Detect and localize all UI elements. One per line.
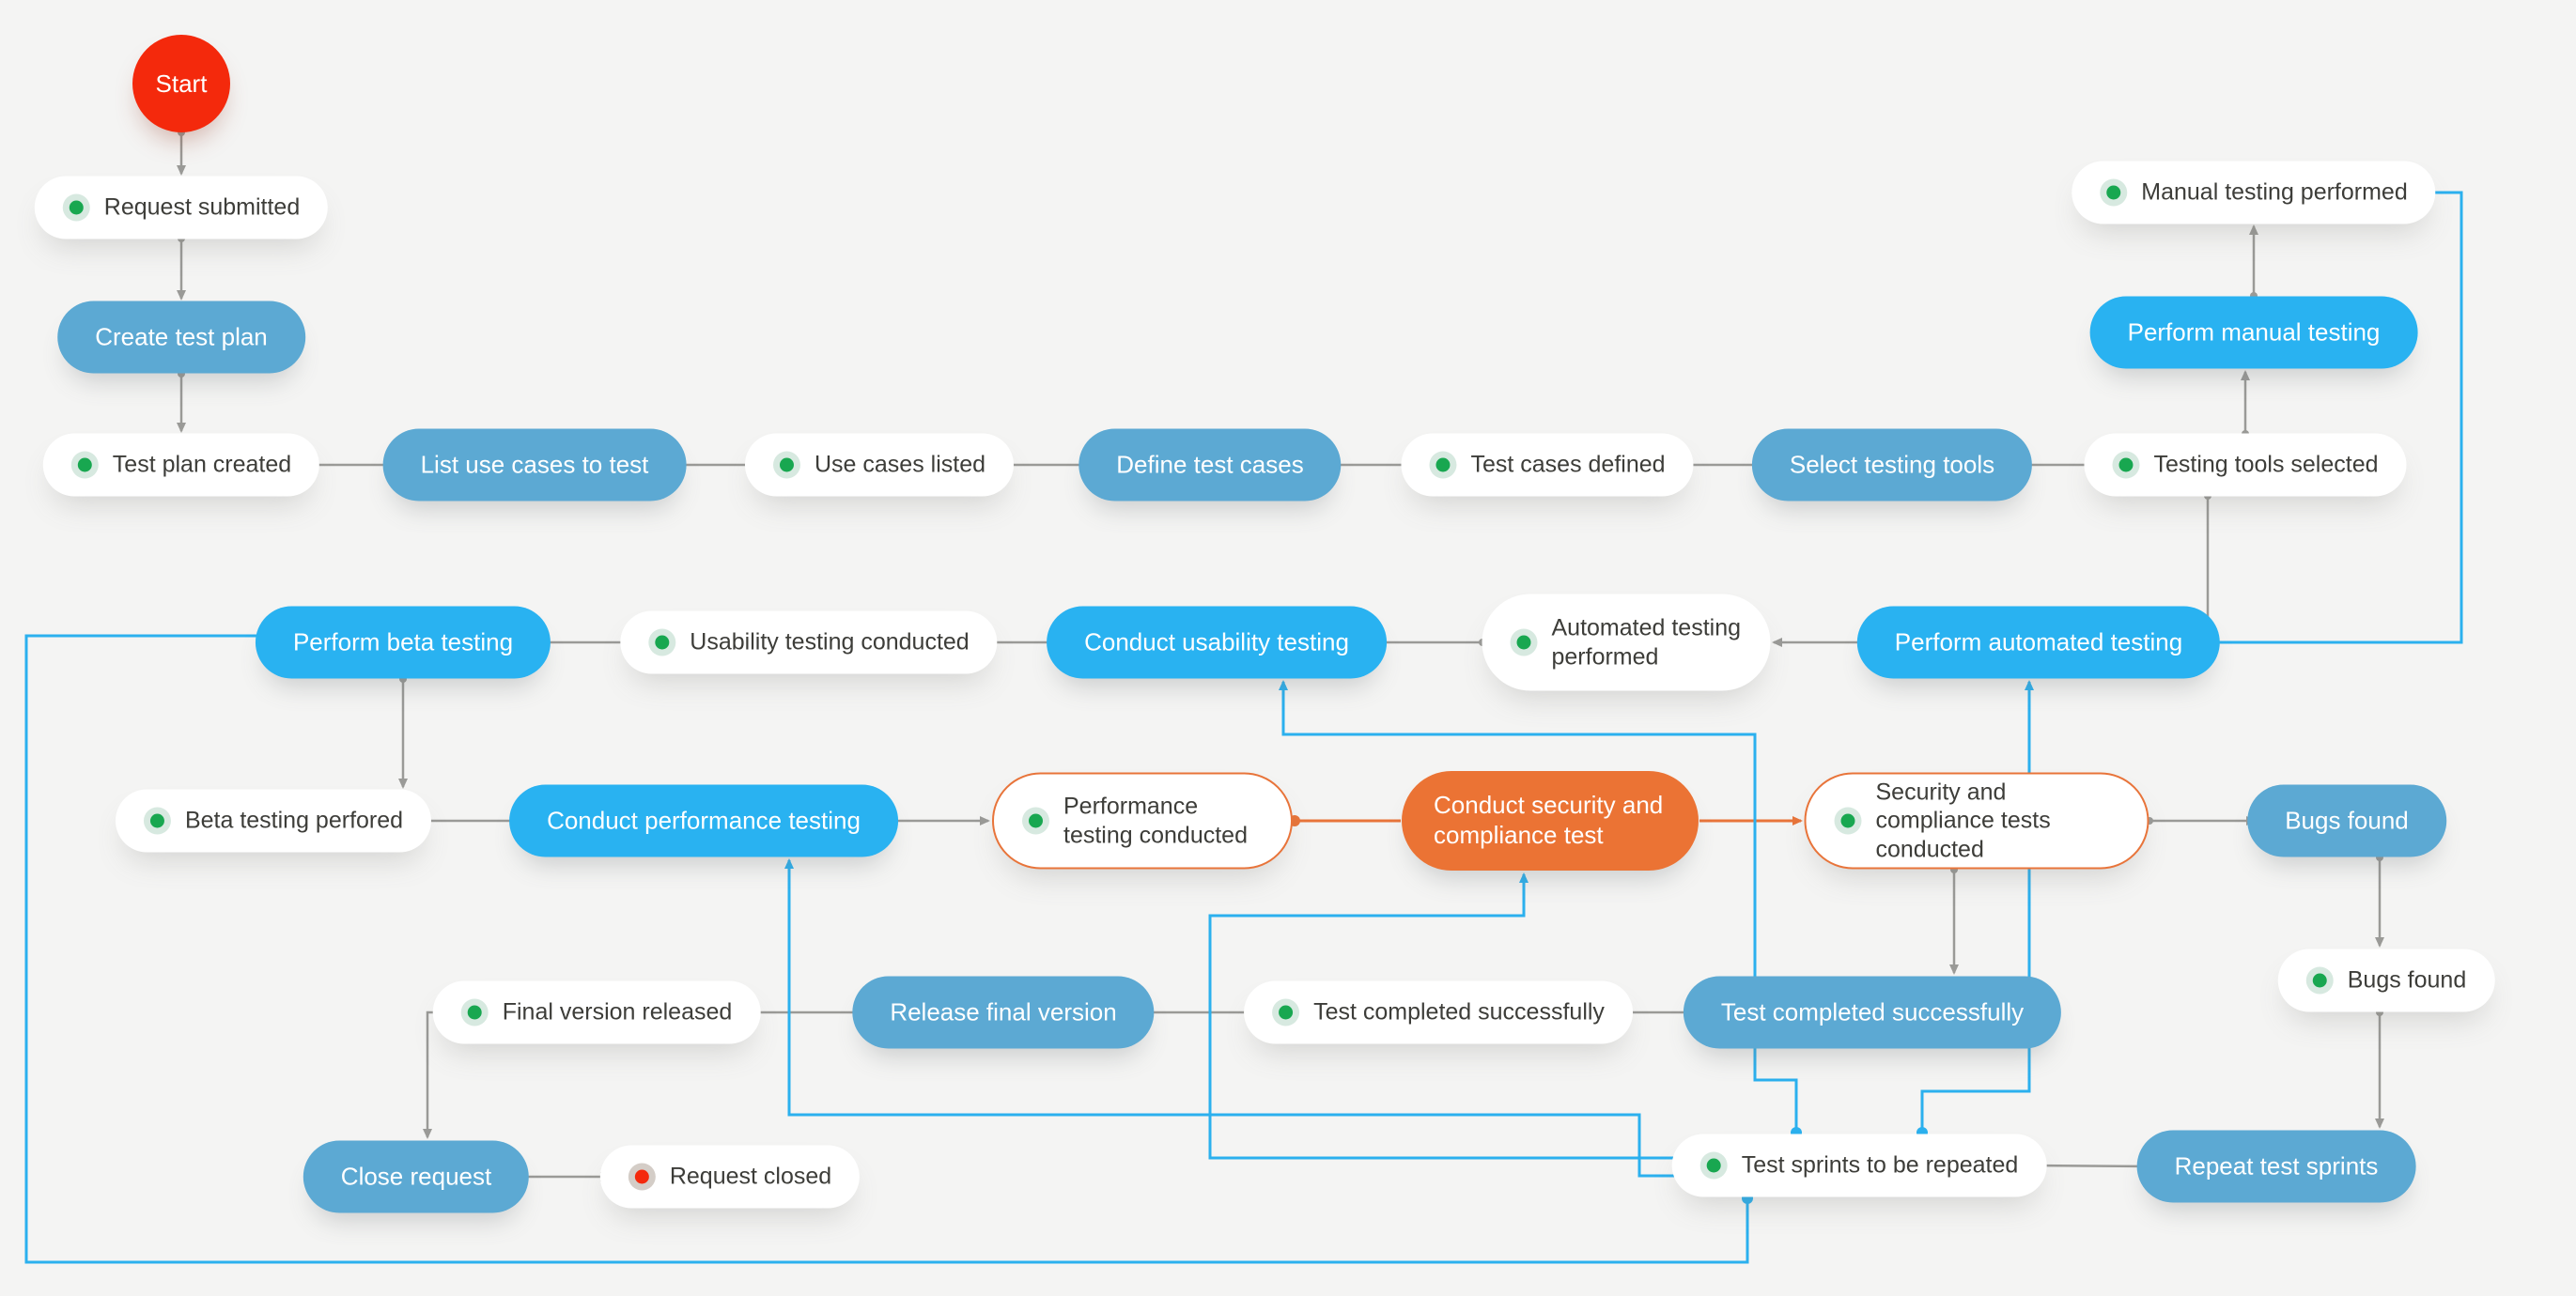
edge-test-sprints-to-be-repeated-to-perform-automated-testing: [1920, 680, 2034, 1133]
node-conduct-security-and-compliance-test[interactable]: Conduct security and compliance test: [1402, 771, 1699, 871]
node-label: Test cases defined: [1470, 451, 1666, 478]
green-status-dot-icon: [70, 451, 99, 479]
node-performance-testing-conducted[interactable]: Performance testing conducted: [992, 772, 1293, 870]
node-use-cases-listed[interactable]: Use cases listed: [744, 433, 1015, 497]
node-security-and-compliance-tests-conducted[interactable]: Security and compliance tests conducted: [1804, 772, 2149, 870]
edge-test-sprints-to-be-repeated-to-perform-beta-testing: [24, 631, 1749, 1264]
node-label: Release final version: [890, 997, 1117, 1026]
node-label: Manual testing performed: [2141, 178, 2408, 206]
node-label: Close request: [340, 1162, 492, 1191]
node-repeat-test-sprints[interactable]: Repeat test sprints: [2136, 1130, 2416, 1203]
node-label: Performance testing conducted: [1063, 793, 1248, 849]
node-test-completed-successfully-action[interactable]: Test completed successfully: [1683, 976, 2062, 1049]
node-create-test-plan[interactable]: Create test plan: [57, 301, 305, 374]
green-status-dot-icon: [460, 998, 489, 1026]
green-status-dot-icon: [143, 807, 171, 835]
node-label: Beta testing perfored: [184, 807, 404, 834]
node-label: Conduct security and compliance test: [1434, 791, 1664, 849]
node-request-closed[interactable]: Request closed: [599, 1145, 861, 1209]
node-manual-testing-performed[interactable]: Manual testing performed: [2072, 161, 2436, 224]
green-status-dot-icon: [2112, 451, 2140, 479]
node-label: Start: [155, 69, 208, 98]
node-label: Conduct usability testing: [1084, 627, 1349, 656]
node-perform-beta-testing[interactable]: Perform beta testing: [255, 606, 551, 679]
green-status-dot-icon: [1272, 998, 1300, 1026]
node-define-test-cases[interactable]: Define test cases: [1079, 428, 1342, 501]
node-test-sprints-to-be-repeated[interactable]: Test sprints to be repeated: [1671, 1134, 2047, 1197]
node-test-completed-successfully-status[interactable]: Test completed successfully: [1244, 980, 1633, 1044]
node-label: Testing tools selected: [2153, 451, 2379, 478]
node-conduct-performance-testing[interactable]: Conduct performance testing: [509, 784, 898, 857]
node-list-use-cases-to-test[interactable]: List use cases to test: [382, 428, 687, 501]
node-close-request[interactable]: Close request: [303, 1140, 530, 1213]
node-label: Conduct performance testing: [547, 806, 861, 835]
node-label: Bugs found: [2347, 966, 2467, 994]
green-status-dot-icon: [648, 628, 676, 656]
node-automated-testing-performed[interactable]: Automated testing performed: [1482, 594, 1771, 691]
node-label: Test completed successfully: [1313, 998, 1605, 1026]
node-test-plan-created[interactable]: Test plan created: [42, 433, 320, 497]
node-bugs-found-status[interactable]: Bugs found: [2277, 949, 2495, 1012]
node-label: Bugs found: [2285, 806, 2409, 835]
node-label: List use cases to test: [420, 450, 649, 479]
green-status-dot-icon: [2100, 178, 2128, 207]
node-test-cases-defined[interactable]: Test cases defined: [1401, 433, 1694, 497]
green-status-dot-icon: [1699, 1151, 1728, 1180]
green-status-dot-icon: [1510, 628, 1538, 656]
node-testing-tools-selected[interactable]: Testing tools selected: [2084, 433, 2407, 497]
node-label: Test completed successfully: [1720, 997, 2025, 1026]
green-status-dot-icon: [62, 193, 90, 222]
green-status-dot-icon: [1022, 807, 1049, 835]
edge-manual-testing-performed-to-perform-automated-testing: [2196, 191, 2463, 647]
green-status-dot-icon: [1429, 451, 1457, 479]
node-label: Final version released: [502, 998, 733, 1026]
edge-test-sprints-to-be-repeated-to-conduct-security-and-compliance-test: [1208, 872, 1697, 1160]
node-perform-manual-testing[interactable]: Perform manual testing: [2089, 296, 2418, 369]
node-label: Create test plan: [95, 322, 268, 351]
node-select-testing-tools[interactable]: Select testing tools: [1751, 428, 2033, 501]
node-label: Use cases listed: [814, 451, 986, 478]
node-final-version-released[interactable]: Final version released: [432, 980, 761, 1044]
node-perform-automated-testing[interactable]: Perform automated testing: [1856, 606, 2221, 679]
edge-test-sprints-to-be-repeated-to-conduct-usability-testing: [1279, 680, 1798, 1133]
node-conduct-usability-testing[interactable]: Conduct usability testing: [1047, 606, 1387, 679]
edge-test-sprints-to-be-repeated-to-conduct-performance-testing: [784, 858, 1697, 1178]
node-label: Automated testing performed: [1551, 614, 1742, 671]
edge-repeat-test-sprints-to-test-sprints-to-be-repeated: [2027, 1161, 2155, 1171]
node-bugs-found-action[interactable]: Bugs found: [2247, 784, 2446, 857]
node-start[interactable]: Start: [132, 35, 230, 132]
node-label: Test plan created: [112, 451, 292, 478]
node-usability-testing-conducted[interactable]: Usability testing conducted: [620, 610, 998, 674]
node-label: Define test cases: [1116, 450, 1304, 479]
node-release-final-version[interactable]: Release final version: [852, 976, 1155, 1049]
node-label: Request submitted: [103, 193, 301, 221]
green-status-dot-icon: [1834, 807, 1862, 835]
node-label: Perform automated testing: [1894, 627, 2183, 656]
node-label: Request closed: [669, 1163, 832, 1190]
node-label: Test sprints to be repeated: [1741, 1151, 2019, 1179]
green-status-dot-icon: [772, 451, 800, 479]
node-label: Perform beta testing: [292, 627, 514, 656]
node-request-submitted[interactable]: Request submitted: [34, 176, 329, 239]
node-label: Usability testing conducted: [690, 628, 970, 656]
node-label: Repeat test sprints: [2174, 1151, 2379, 1180]
node-label: Perform manual testing: [2127, 317, 2381, 347]
red-status-dot-icon: [628, 1163, 656, 1191]
node-label: Security and compliance tests conducted: [1875, 779, 2051, 863]
node-beta-testing-perfored[interactable]: Beta testing perfored: [115, 789, 432, 853]
node-label: Select testing tools: [1789, 450, 1995, 479]
green-status-dot-icon: [2305, 966, 2334, 995]
